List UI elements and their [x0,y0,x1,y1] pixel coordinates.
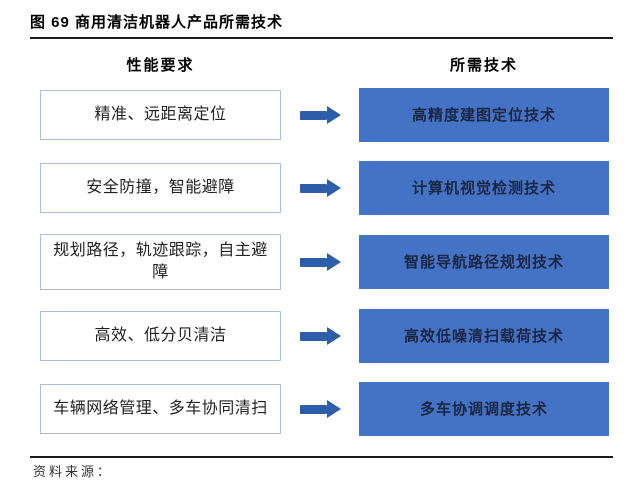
mapping-rows: 精准、远距离定位 高精度建图定位技术 安全防撞，智能避障 计算机视觉检测技术 规… [40,88,609,436]
mapping-row: 安全防撞，智能避障 计算机视觉检测技术 [40,161,609,215]
source-attribution: 资料来源： [33,464,114,479]
technology-box: 多车协调调度技术 [359,382,609,436]
arrow-body [299,331,327,341]
figure-title: 图 69 商用清洁机器人产品所需技术 [30,14,284,31]
arrow-head [326,106,341,124]
technology-box: 计算机视觉检测技术 [359,161,609,215]
arrow-head [326,327,341,345]
arrow-right-icon [299,327,341,345]
arrow-body [299,183,327,193]
arrow-right-icon [299,106,341,124]
right-column-header: 所需技术 [449,57,518,74]
requirement-box: 规划路径，轨迹跟踪，自主避障 [40,234,281,290]
arrow-right-icon [299,179,341,197]
arrow-right-icon [299,400,341,418]
title-rule [30,37,613,39]
requirement-box: 安全防撞，智能避障 [40,163,281,213]
technology-box: 高效低噪清扫载荷技术 [359,309,609,363]
footer-rule [30,456,613,458]
requirement-box: 精准、远距离定位 [40,90,281,140]
technology-box: 高精度建图定位技术 [359,88,609,142]
arrow-head [326,400,341,418]
header-spacer [281,54,359,75]
arrow-right-icon [299,253,341,271]
mapping-row: 高效、低分贝清洁 高效低噪清扫载荷技术 [40,309,609,363]
mapping-row: 规划路径，轨迹跟踪，自主避障 智能导航路径规划技术 [40,234,609,290]
column-headers: 性能要求 所需技术 [40,54,609,75]
left-column-header: 性能要求 [126,57,195,74]
technology-box: 智能导航路径规划技术 [359,235,609,289]
figure-commercial-cleaning-robot-tech: 图 69 商用清洁机器人产品所需技术 性能要求 所需技术 精准、远距离定位 高精… [30,14,613,479]
requirement-box: 车辆网络管理、多车协同清扫 [40,384,281,434]
mapping-row: 精准、远距离定位 高精度建图定位技术 [40,88,609,142]
arrow-body [299,257,327,267]
arrow-head [326,179,341,197]
mapping-row: 车辆网络管理、多车协同清扫 多车协调调度技术 [40,382,609,436]
arrow-head [326,253,341,271]
arrow-body [299,110,327,120]
arrow-body [299,404,327,414]
requirement-box: 高效、低分贝清洁 [40,311,281,361]
